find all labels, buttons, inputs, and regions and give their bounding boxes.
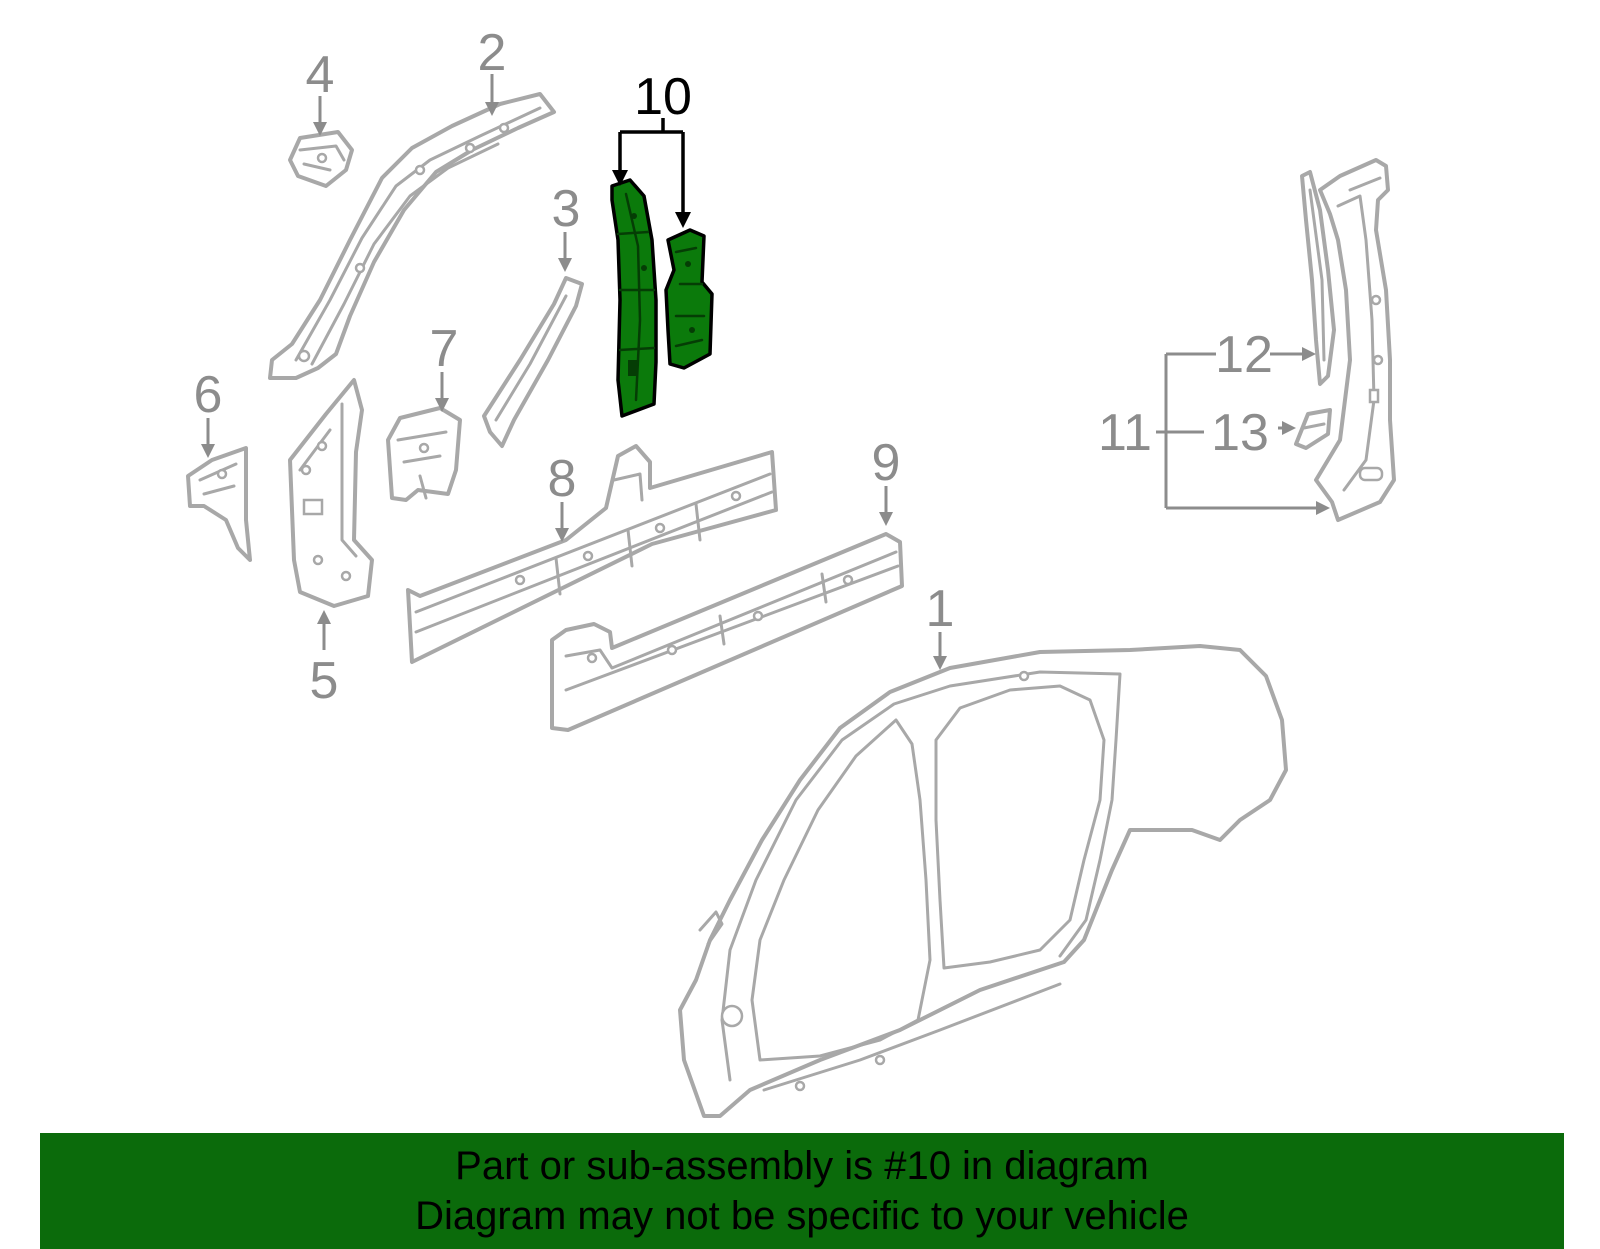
leader-12 [1270, 347, 1316, 361]
leader-11 [1156, 352, 1330, 515]
part-10-center-pillar[interactable] [610, 178, 658, 418]
leader-10 [612, 118, 691, 228]
banner-line-1: Part or sub-assembly is #10 in diagram [455, 1144, 1149, 1188]
leader-2 [485, 74, 499, 116]
callout-7: 7 [430, 320, 459, 378]
part-3-pillar-reinforcement[interactable] [482, 276, 584, 448]
callout-9: 9 [872, 434, 901, 492]
callout-2: 2 [478, 24, 507, 82]
part-12-reinforcement-strip[interactable] [1300, 170, 1336, 386]
callout-1: 1 [926, 580, 955, 638]
banner-line-2: Diagram may not be specific to your vehi… [415, 1194, 1189, 1238]
part-6-gusset[interactable] [186, 446, 252, 562]
leader-1 [933, 632, 947, 670]
callout-8: 8 [548, 450, 577, 508]
part-9-outer-rocker[interactable] [550, 532, 904, 732]
part-7-bracket[interactable] [386, 406, 462, 502]
callout-12: 12 [1215, 326, 1273, 384]
leader-3 [558, 232, 572, 272]
part-10-pillar-reinforcement[interactable] [664, 228, 714, 370]
leader-13 [1278, 421, 1296, 435]
part-2-windshield-pillar[interactable] [268, 92, 556, 380]
callout-6: 6 [194, 366, 223, 424]
callout-3: 3 [552, 180, 581, 238]
leader-6 [201, 418, 215, 458]
part-1-body-side-outer[interactable] [678, 644, 1288, 1118]
callout-13: 13 [1211, 404, 1269, 462]
leader-9 [879, 486, 893, 526]
leader-7 [435, 372, 449, 412]
part-5-hinge-pillar[interactable] [288, 378, 374, 608]
callout-11: 11 [1098, 404, 1152, 462]
part-13-bracket[interactable] [1294, 408, 1332, 450]
callout-4: 4 [306, 46, 335, 104]
leader-5 [317, 610, 331, 650]
part-4-bracket[interactable] [288, 130, 354, 188]
info-banner: Part or sub-assembly is #10 in diagram D… [40, 1133, 1564, 1249]
part-8-inner-rocker[interactable] [406, 444, 778, 664]
leader-4 [313, 96, 327, 136]
part-11-rear-pillar-inner[interactable] [1314, 158, 1396, 522]
leader-8 [555, 502, 569, 542]
callout-10: 10 [634, 68, 692, 126]
callout-5: 5 [310, 652, 339, 710]
